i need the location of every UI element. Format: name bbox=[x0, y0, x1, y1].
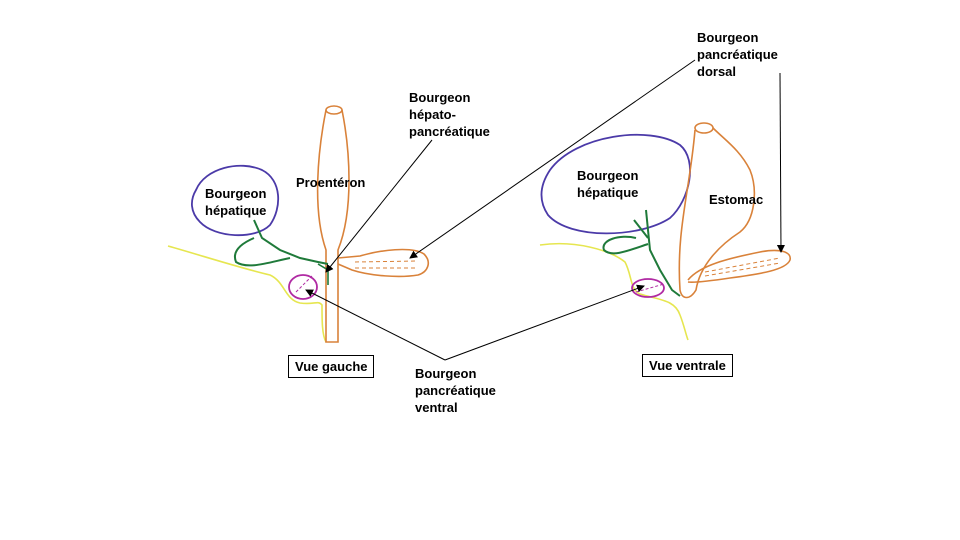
dorsal-pancreas-right bbox=[687, 249, 791, 284]
stomach-top-right bbox=[694, 122, 714, 134]
label-hepato-pancreatic-bud: Bourgeon hépato- pancréatique bbox=[409, 90, 490, 139]
label-stomach: Estomac bbox=[709, 192, 764, 207]
label-liver-bud-left: Bourgeon hépatique bbox=[205, 186, 267, 218]
ventral-pancreas-right bbox=[631, 278, 665, 298]
arrow-ventral-left bbox=[305, 289, 446, 361]
label-dorsal-pancreatic-bud: Bourgeon pancréatique dorsal bbox=[697, 30, 778, 79]
right-view-drawing bbox=[539, 122, 791, 341]
stomach-right bbox=[678, 127, 756, 299]
dorsal-pancreas-duct-right bbox=[704, 257, 781, 277]
label-liver-bud-right: Bourgeon hépatique bbox=[577, 168, 639, 200]
liver-bud-left bbox=[191, 164, 280, 237]
view-label-right: Vue ventrale bbox=[642, 354, 733, 377]
liver-bud-right bbox=[540, 134, 691, 235]
dorsal-pancreas-duct-left bbox=[354, 260, 419, 269]
ventral-pancreas-duct-left bbox=[295, 275, 313, 293]
view-label-left: Vue gauche bbox=[288, 355, 375, 378]
arrow-hepato-pancreatique bbox=[325, 139, 433, 273]
dorsal-pancreas-left bbox=[337, 248, 430, 278]
annotation-arrows bbox=[305, 59, 785, 361]
label-ventral-pancreatic-bud: Bourgeon pancréatique ventral bbox=[415, 366, 496, 415]
arrow-dorsal-left bbox=[409, 59, 696, 259]
foregut-top-left bbox=[325, 105, 343, 115]
ventral-pancreas-duct-right bbox=[635, 283, 665, 293]
bile-duct-right bbox=[602, 209, 681, 297]
ventral-pancreas-left bbox=[288, 274, 318, 300]
label-proenteron: Proentéron bbox=[296, 175, 366, 190]
foregut-tube-left bbox=[316, 109, 350, 343]
bile-duct-left bbox=[234, 219, 329, 267]
arrow-dorsal-right bbox=[776, 72, 785, 253]
yolk-line-right bbox=[539, 242, 689, 341]
left-view-drawing bbox=[167, 105, 430, 343]
yolk-line-left bbox=[167, 245, 327, 343]
arrow-ventral-right bbox=[444, 284, 645, 361]
